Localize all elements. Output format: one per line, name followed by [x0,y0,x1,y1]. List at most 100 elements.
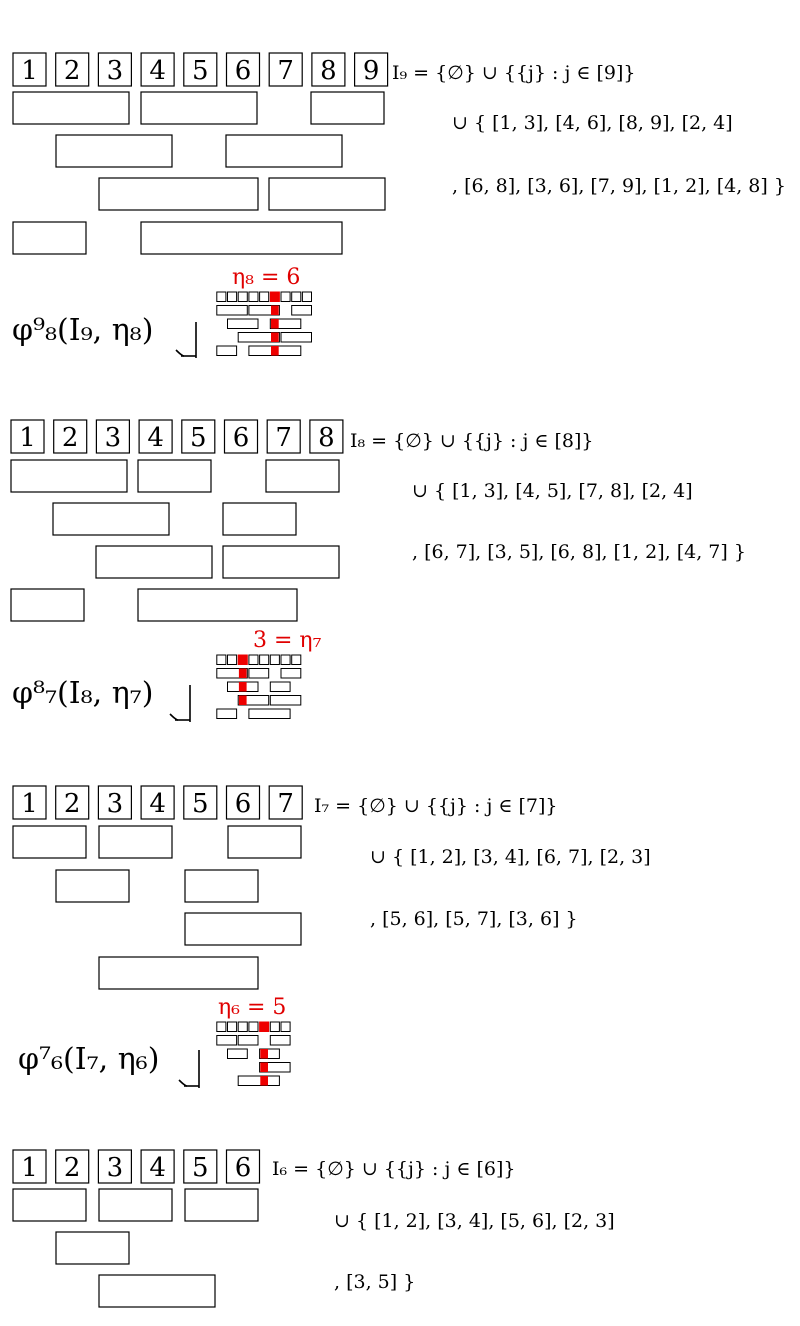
number-box [354,52,389,87]
number-label: 6 [235,56,252,86]
mini-number-box [280,291,291,302]
highlight-cell [260,1062,268,1072]
mini-interval-box [259,1048,280,1059]
down-arrow-icon [178,1050,200,1088]
interval-box [10,459,128,493]
interval-box [222,502,297,536]
down-arrow-icon [175,322,197,358]
number-label: 3 [107,56,124,86]
number-label: 2 [64,789,81,819]
mini-number-box [269,291,280,302]
number-box [95,419,131,454]
interval-box [137,459,212,493]
number-box [55,785,90,820]
number-label: 5 [192,56,209,86]
number-label: 7 [275,423,292,453]
interval-box [310,91,385,125]
number-label: 2 [64,56,81,86]
number-label: 6 [235,789,252,819]
number-box [138,419,173,454]
number-box [55,52,90,87]
number-box [97,785,133,820]
interval-box [55,869,130,903]
highlight-cell [271,319,279,329]
number-label: 3 [107,1153,124,1183]
interval-boxes-7 [12,825,302,990]
interval-box [268,177,386,211]
number-box [140,785,175,820]
mini-number-box [216,654,227,665]
mini-number-box [259,291,270,302]
highlight-cell [238,682,247,692]
highlight-cell [260,1076,268,1086]
number-box [183,52,218,87]
number-label: 7 [277,56,294,86]
map-label: φ⁸₇(I₈, η₇) [12,676,153,711]
formula-line-2: ∪ { [1, 2], [3, 4], [6, 7], [2, 3] [370,846,651,868]
interval-box [98,1188,173,1222]
number-box [140,52,175,87]
interval-box [12,91,130,125]
number-box [266,419,301,454]
number-label: 6 [233,423,250,453]
number-label: 4 [147,423,164,453]
number-label: 3 [105,423,122,453]
mini-number-box [301,291,312,302]
highlight-cell [260,1049,268,1059]
highlight-cell [271,346,279,356]
interval-box [227,825,302,859]
number-label: 5 [192,789,209,819]
mini-number-box [269,654,280,665]
mini-number-box [248,1021,259,1032]
number-box [10,419,45,454]
mini-number-box [259,654,270,665]
down-arrow-icon [169,685,191,722]
interval-box [225,134,343,168]
mini-interval-box [259,1062,291,1073]
number-label: 1 [21,56,38,86]
mini-diagram-9 [216,291,313,356]
highlight-cell [271,305,279,315]
mini-diagram-7 [216,1021,291,1086]
formula-line-1: I₇ = {∅} ∪ {{j} : j ∈ [7]} [314,795,558,817]
mini-interval-box [248,708,291,719]
mini-interval-box [237,332,280,343]
interval-box [140,221,343,255]
mini-number-box [227,654,238,665]
mini-number-box [237,291,248,302]
interval-box [98,956,259,990]
number-label: 2 [64,1153,81,1183]
formula-line-2: ∪ { [1, 2], [3, 4], [5, 6], [2, 3] [334,1210,615,1232]
number-box [268,52,303,87]
interval-box [98,1274,216,1308]
number-box [53,419,88,454]
mini-interval-box [216,345,238,356]
interval-boxes-8 [10,459,340,622]
number-box [183,785,218,820]
mini-diagram-8 [216,654,302,719]
eta-label: 3 = η₇ [253,628,322,653]
interval-box [10,588,85,622]
number-label: 1 [19,423,36,453]
interval-box [95,545,213,579]
formula-line-1: I₈ = {∅} ∪ {{j} : j ∈ [8]} [350,430,594,452]
number-box [12,785,47,820]
interval-box [55,1231,130,1265]
number-label: 1 [21,1153,38,1183]
mini-interval-box [237,1075,280,1086]
mini-interval-box [291,305,313,316]
mini-interval-box [216,708,238,719]
formula-line-2: ∪ { [1, 3], [4, 6], [8, 9], [2, 4] [452,112,733,134]
interval-boxes-9 [12,91,386,255]
mini-interval-box [269,318,302,329]
interval-boxes-6 [12,1188,259,1308]
formula-line-3: , [3, 5] } [334,1271,415,1293]
mini-number-box [259,1021,270,1032]
mini-number-box [227,1021,238,1032]
number-label: 5 [192,1153,209,1183]
